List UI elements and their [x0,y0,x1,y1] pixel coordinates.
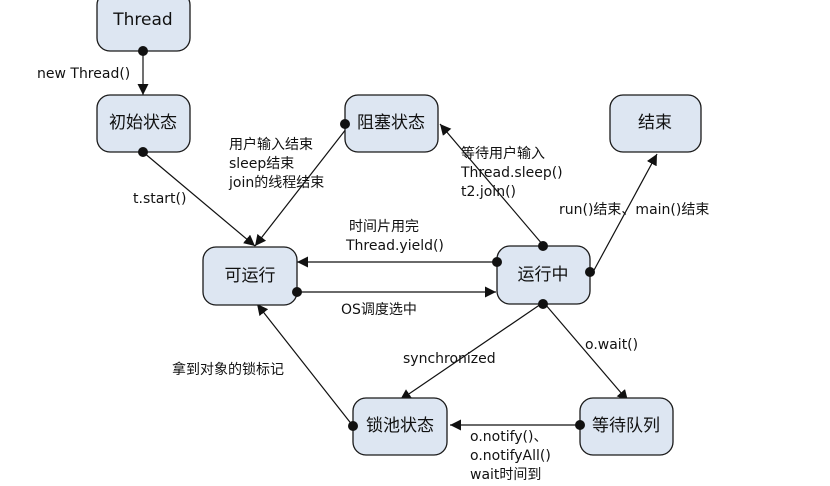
node-end-label: 结束 [638,113,672,133]
label-yield-2: Thread.yield() [345,238,444,254]
node-waitqueue-label: 等待队列 [592,416,660,436]
node-thread-label: Thread [112,10,172,30]
node-running: 运行中 [496,245,591,305]
node-lockpool-label: 锁池状态 [366,416,434,436]
node-lockpool: 锁池状态 [352,397,448,456]
label-notify-3: wait时间到 [470,467,541,483]
label-running-to-blocked-3: t2.join() [461,184,516,200]
dot-running-right [585,267,595,277]
node-running-label: 运行中 [518,265,569,285]
label-new-thread: new Thread() [37,66,130,82]
dot-running-top [538,241,548,251]
edge-start [142,151,256,247]
node-blocked: 阻塞状态 [344,94,439,153]
node-blocked-label: 阻塞状态 [357,113,425,133]
label-wait: o.wait() [585,337,638,353]
node-runnable: 可运行 [202,246,298,306]
node-init-label: 初始状态 [109,113,177,133]
node-init: 初始状态 [96,94,191,153]
dot-lockpool [348,421,358,431]
edge-synchronized [399,303,542,401]
label-schedule: OS调度选中 [341,302,417,318]
node-runnable-label: 可运行 [225,266,276,286]
dot-runnable-right [292,287,302,297]
dot-running-bottom [538,299,548,309]
dot-running-left [492,257,502,267]
edge-labels: new Thread() t.start() 用户输入结束 sleep结束 jo… [37,66,709,483]
label-synchronized: synchronized [403,351,496,367]
edges [137,51,658,431]
label-notify-2: o.notifyAll() [470,448,551,464]
dot-waitqueue [575,420,585,430]
label-running-to-blocked-2: Thread.sleep() [460,165,563,181]
edge-blocked-to-runnable [254,123,351,247]
edge-running-to-end [592,153,658,273]
node-end: 结束 [609,94,702,153]
edge-running-to-blocked [439,123,544,246]
label-blocked-to-runnable-3: join的线程结束 [228,175,324,191]
label-notify-1: o.notify()、 [470,429,547,445]
edge-lock-acquired [256,303,354,427]
edge-wait [544,303,629,402]
label-blocked-to-runnable-1: 用户输入结束 [229,136,313,153]
label-running-to-blocked-1: 等待用户输入 [461,145,545,162]
edge-start-dots [138,46,595,431]
label-yield-1: 时间片用完 [349,219,419,235]
dot-thread [138,46,148,56]
label-start: t.start() [133,191,186,207]
node-waitqueue: 等待队列 [579,397,674,456]
label-blocked-to-runnable-2: sleep结束 [229,156,294,172]
label-lock-acquired: 拿到对象的锁标记 [172,361,284,378]
label-running-to-end: run()结束、main()结束 [559,202,709,218]
dot-init [138,147,148,157]
node-thread: Thread [96,0,191,52]
dot-blocked [340,119,350,129]
